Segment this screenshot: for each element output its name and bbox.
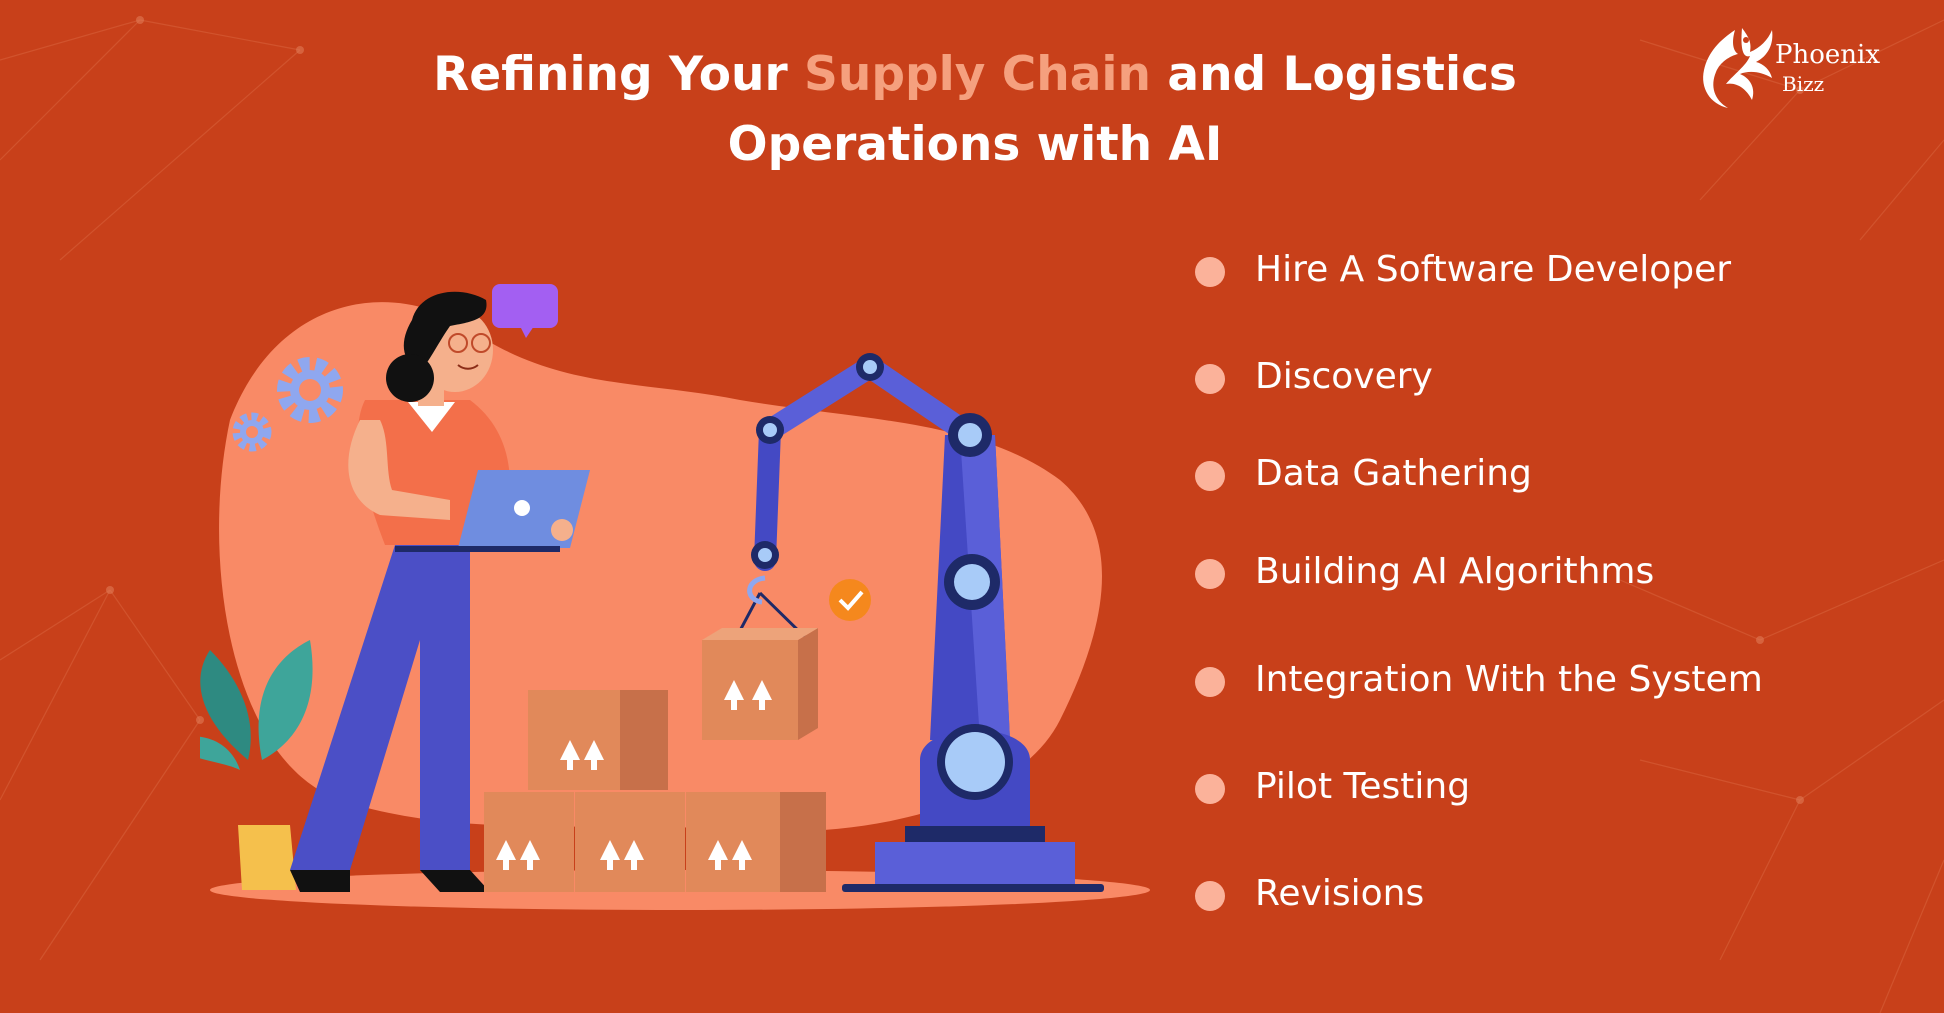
gear-small-icon (232, 412, 272, 452)
hanging-box-icon (702, 591, 818, 740)
bullet-dot-icon (1195, 559, 1225, 589)
step-label: Pilot Testing (1255, 766, 1471, 807)
woman-with-laptop (290, 291, 590, 892)
step-label: Revisions (1255, 873, 1425, 914)
step-list: Hire A Software Developer Discovery Data… (1195, 250, 1895, 914)
list-item: Hire A Software Developer (1195, 250, 1895, 290)
bullet-dot-icon (1195, 257, 1225, 287)
cardboard-box-stack (484, 690, 826, 892)
title-part-2: and Logistics (1150, 47, 1517, 102)
potted-plant-icon (200, 640, 313, 890)
title-part-1: Refining Your (433, 47, 805, 102)
logo-name: Phoenix (1775, 40, 1881, 70)
robot-arm (747, 353, 1104, 892)
bullet-dot-icon (1195, 667, 1225, 697)
logistics-illustration (200, 284, 1150, 910)
step-label: Hire A Software Developer (1255, 249, 1732, 290)
step-label: Integration With the System (1255, 659, 1763, 700)
bullet-dot-icon (1195, 461, 1225, 491)
gear-icon (277, 357, 343, 423)
list-item: Discovery (1195, 357, 1895, 397)
step-label: Building AI Algorithms (1255, 551, 1655, 592)
list-item: Building AI Algorithms (1195, 552, 1895, 592)
title-line-2: Operations with AI (727, 117, 1223, 172)
bullet-dot-icon (1195, 881, 1225, 911)
logo-subtitle: Bizz (1782, 72, 1825, 96)
check-badge-icon (829, 579, 871, 621)
page-title: Refining Your Supply Chain and Logistics… (400, 40, 1550, 180)
step-label: Data Gathering (1255, 453, 1532, 494)
bullet-dot-icon (1195, 774, 1225, 804)
bullet-dot-icon (1195, 364, 1225, 394)
title-accent: Supply Chain (804, 47, 1151, 102)
step-label: Discovery (1255, 356, 1433, 397)
list-item: Data Gathering (1195, 454, 1895, 494)
list-item: Integration With the System (1195, 660, 1895, 700)
chat-bubble-icon (492, 284, 558, 338)
brand-logo: Phoenix Bizz (1690, 22, 1920, 117)
phoenix-bird-icon (1703, 28, 1773, 108)
list-item: Revisions (1195, 874, 1895, 914)
list-item: Pilot Testing (1195, 767, 1895, 807)
